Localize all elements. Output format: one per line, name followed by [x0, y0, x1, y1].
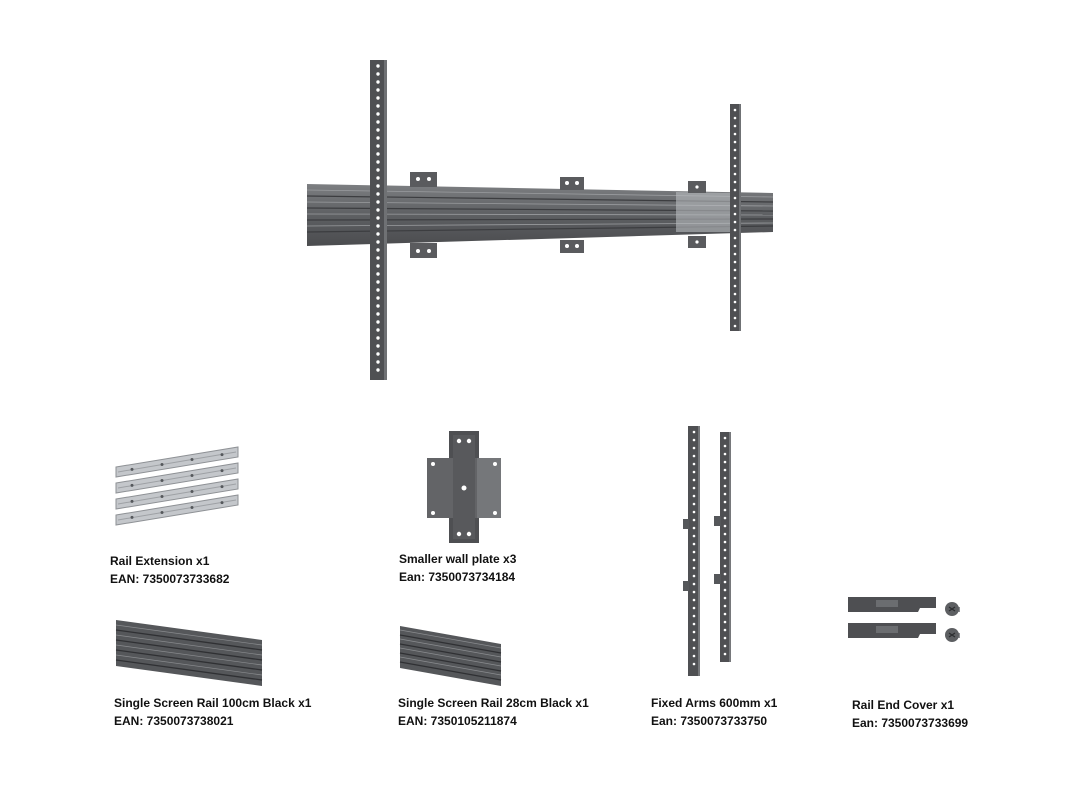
rail-extension-icon: [115, 446, 239, 526]
product-name: Single Screen Rail 100cm Black x1: [114, 696, 312, 710]
end-cover-icon: [848, 597, 936, 638]
product-name: Rail Extension x1: [110, 554, 210, 568]
product-ean: Ean: 7350073733750: [651, 714, 768, 728]
product-name: Rail End Cover x1: [852, 698, 955, 712]
wall-plate-icon: [427, 431, 501, 543]
fixed-arms-icon: [683, 426, 731, 676]
product-name: Single Screen Rail 28cm Black x1: [398, 696, 589, 710]
product-name: Fixed Arms 600mm x1: [651, 696, 778, 710]
rail-28cm-icon: [399, 626, 502, 686]
screw-icon: [945, 628, 960, 642]
screw-icon: [945, 602, 960, 616]
product-ean: Ean: 7350073733699: [852, 716, 969, 730]
product-name: Smaller wall plate x3: [399, 552, 517, 566]
rail-100cm-icon: [115, 620, 263, 686]
product-ean: Ean: 7350073734184: [399, 570, 516, 584]
product-ean: EAN: 7350105211874: [398, 714, 517, 728]
product-ean: EAN: 7350073733682: [110, 572, 230, 586]
product-ean: EAN: 7350073738021: [114, 714, 234, 728]
assembled-wall-mount-icon: [306, 60, 774, 380]
